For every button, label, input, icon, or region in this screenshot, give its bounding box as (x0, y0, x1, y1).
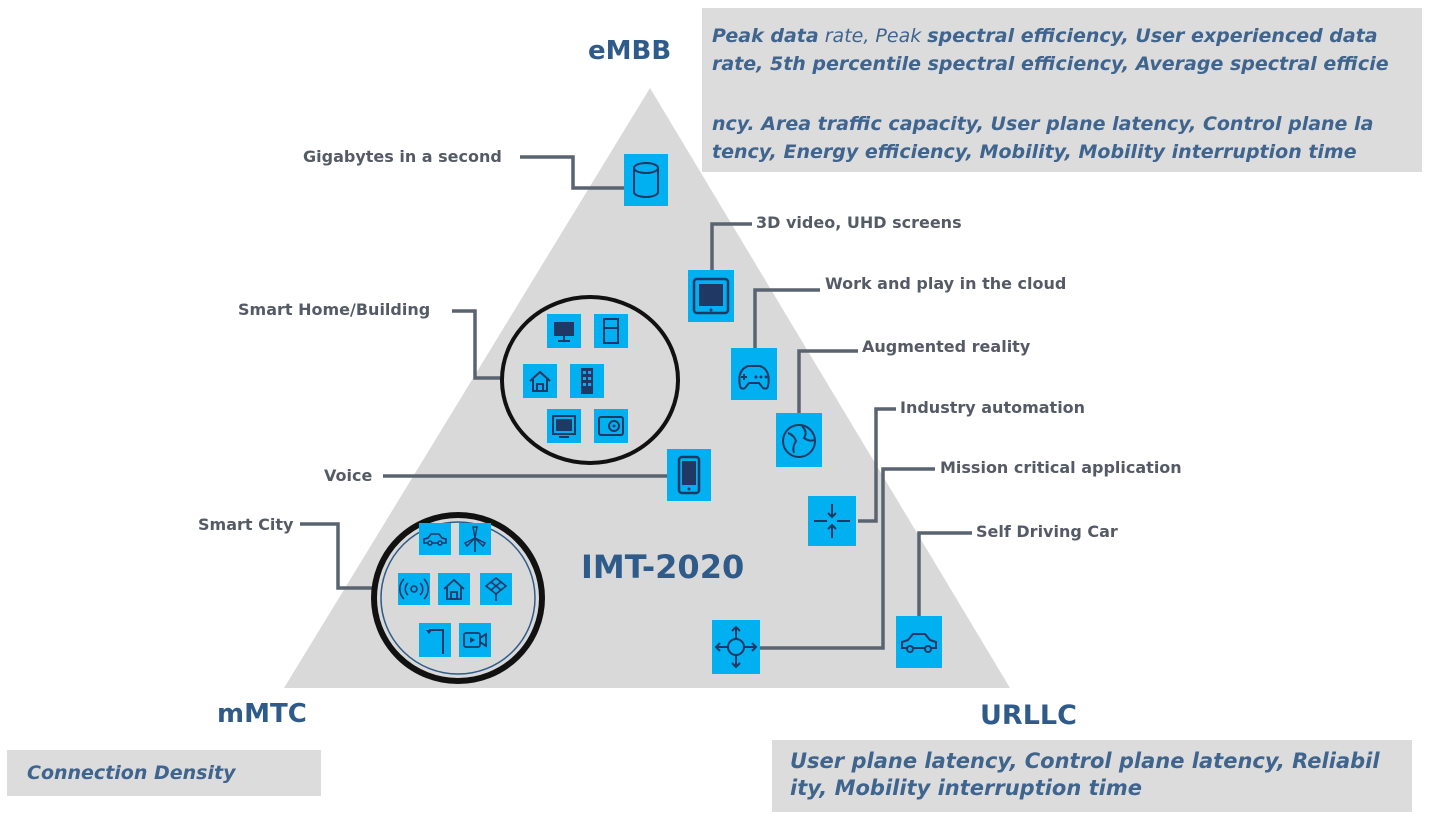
label-smart-home: Smart Home/Building (238, 300, 431, 319)
monitor-icon (547, 314, 581, 348)
smartphone-icon (667, 449, 711, 501)
connector-ar (797, 349, 858, 413)
video-camera-icon (459, 623, 491, 657)
connector-selfdriving (917, 531, 972, 616)
street-light-icon (419, 623, 451, 657)
wind-turbine-icon (459, 523, 491, 555)
globe-icon (776, 413, 822, 467)
mmtc-text: Connection Density (27, 762, 236, 784)
urllc-requirements-box: User plane latency, Control plane latenc… (772, 740, 1412, 812)
label-industry-automation: Industry automation (900, 398, 1086, 417)
car-small-icon (419, 523, 451, 555)
tv-icon (547, 409, 581, 443)
connector-smarthome (452, 309, 502, 380)
urllc-line-2: ity, Mobility interruption time (790, 776, 1142, 800)
embb-line-4: tency, Energy efficiency, Mobility, Mobi… (712, 141, 1357, 163)
database-icon (624, 154, 668, 206)
label-augmented-reality: Augmented reality (862, 337, 1031, 356)
connector-smartcity (300, 522, 375, 590)
embb-line-3: ncy. Area traffic capacity, User plane l… (712, 113, 1374, 135)
car-icon (896, 616, 942, 668)
label-mission-critical: Mission critical application (940, 458, 1182, 477)
embb-line-1a: Peak data (712, 25, 819, 47)
label-voice: Voice (324, 466, 373, 485)
crosshair-icon (712, 620, 760, 674)
urllc-line-1: User plane latency, Control plane latenc… (790, 749, 1380, 773)
house-icon (523, 364, 557, 398)
connector-industry (858, 407, 896, 523)
solar-panel-icon (480, 573, 512, 605)
connector-cloud (753, 288, 820, 348)
connector-gigabytes (520, 155, 624, 190)
smart-city-inner-ring (380, 521, 536, 675)
label-smart-city: Smart City (198, 515, 294, 534)
label-3d-video: 3D video, UHD screens (756, 213, 962, 232)
gamepad-icon (731, 348, 777, 400)
connector-video (710, 222, 752, 274)
mmtc-requirements-box: Connection Density (7, 750, 321, 796)
imt2020-title: IMT-2020 (581, 548, 745, 586)
embb-title: eMBB (588, 36, 672, 66)
tablet-icon (688, 270, 734, 322)
urllc-title: URLLC (980, 700, 1077, 731)
connector-mission (760, 467, 935, 650)
building-icon (570, 364, 604, 398)
smart-home-circle (500, 295, 680, 465)
label-self-driving: Self Driving Car (976, 522, 1118, 541)
fridge-icon (594, 314, 628, 348)
label-gigabytes: Gigabytes in a second (303, 147, 502, 166)
washer-icon (594, 409, 628, 443)
arrows-inward-icon (808, 496, 856, 546)
mmtc-title: mMTC (217, 699, 307, 729)
label-cloud: Work and play in the cloud (825, 274, 1067, 293)
house-small-icon (438, 573, 470, 605)
embb-line-1: Peak data rate, Peak spectral efficiency… (712, 22, 1412, 50)
connector-lines (300, 155, 972, 650)
smart-city-circle (371, 512, 545, 684)
embb-line-1c: spectral efficiency, User experienced da… (927, 25, 1378, 47)
embb-line-2: rate, 5th percentile spectral efficiency… (712, 53, 1389, 75)
signal-icon (398, 573, 430, 605)
embb-requirements-box: Peak data rate, Peak spectral efficiency… (702, 8, 1422, 172)
embb-line-1b: rate, Peak (818, 25, 928, 47)
